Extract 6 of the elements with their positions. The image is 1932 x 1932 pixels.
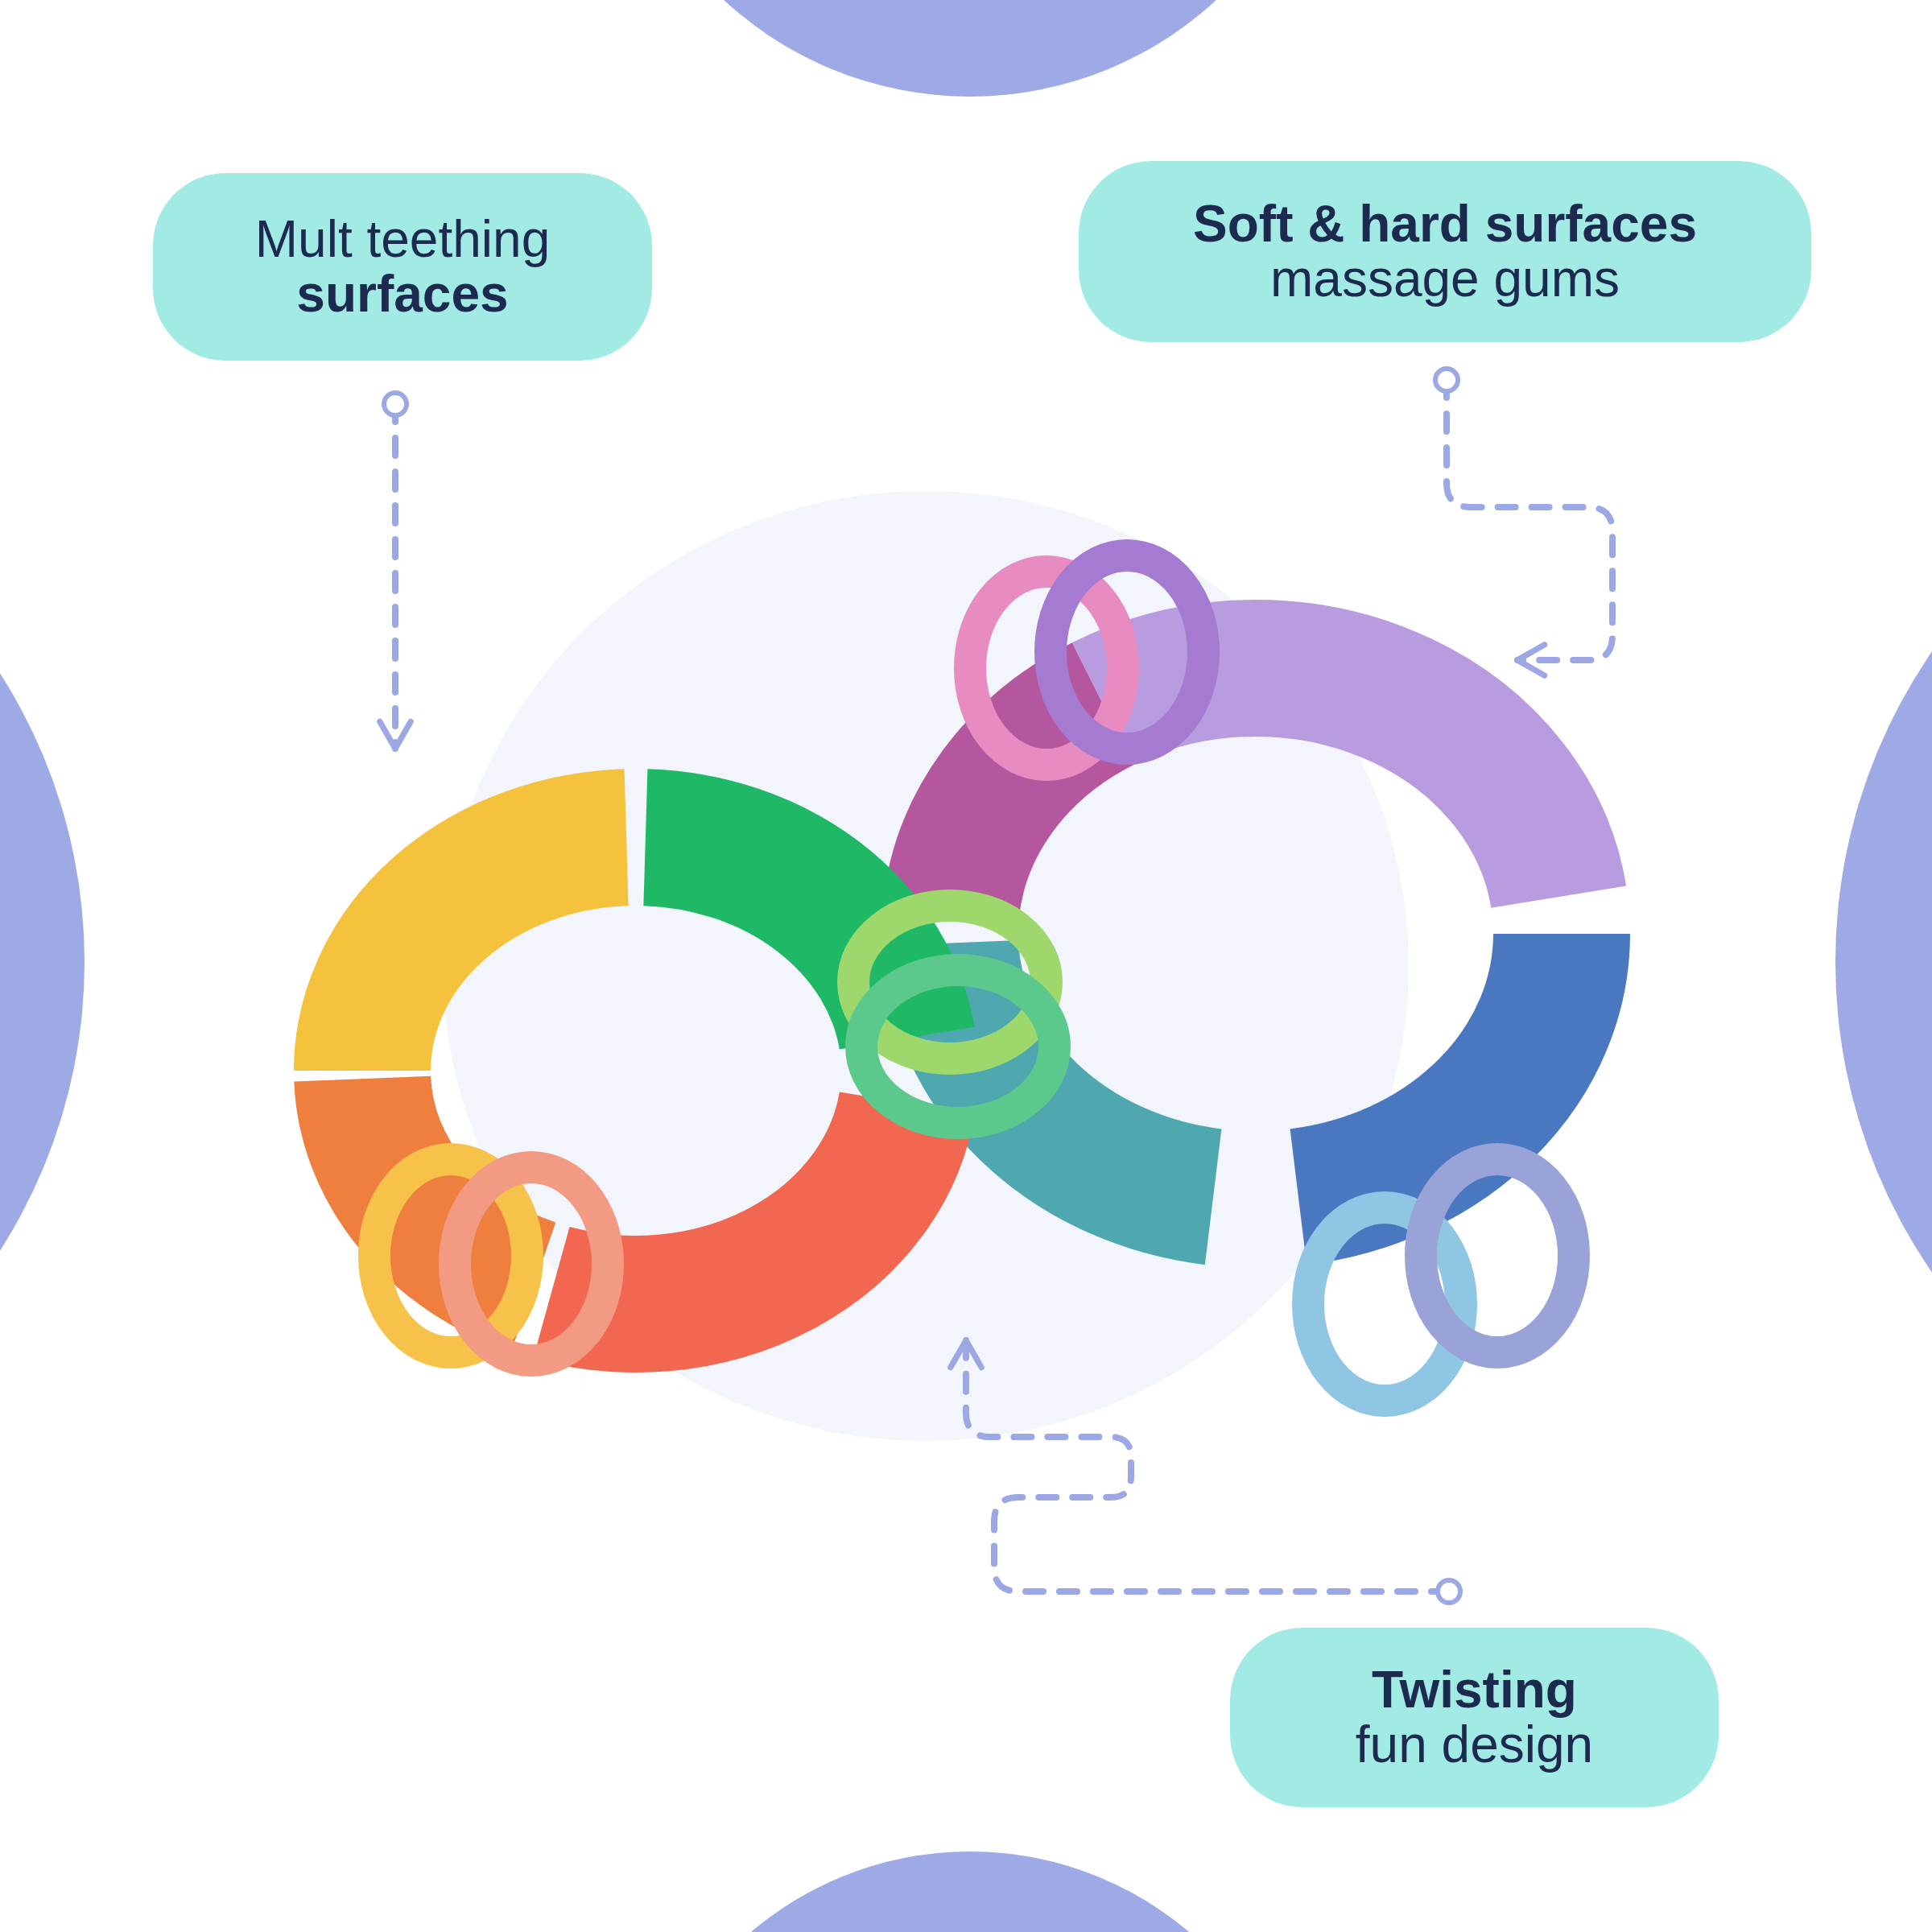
callout-text: Twisting fun design xyxy=(1354,1663,1595,1772)
callout-text: Soft & hard surfaces massage gums xyxy=(1192,197,1698,306)
leader-line xyxy=(947,1337,1463,1605)
leader-line xyxy=(377,390,414,752)
leader-line xyxy=(1433,366,1616,679)
callout-text: Mult teething surfaces xyxy=(254,213,551,321)
